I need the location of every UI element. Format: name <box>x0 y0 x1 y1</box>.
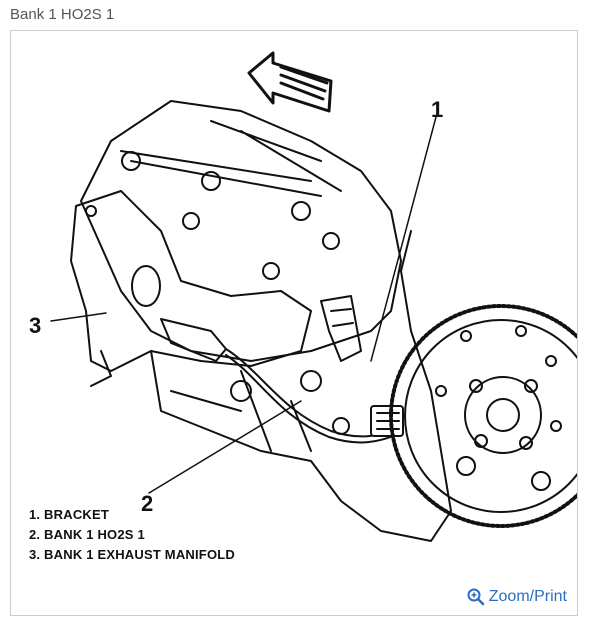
leader-3 <box>50 312 107 322</box>
o2-sensor <box>160 318 227 362</box>
leader-2 <box>148 400 302 494</box>
engine-diagram <box>50 51 577 542</box>
leader-1 <box>370 116 437 362</box>
cylinder-head <box>80 100 402 362</box>
zoom-in-icon <box>467 588 484 606</box>
legend-item-3: 3. BANK 1 EXHAUST MANIFOLD <box>29 547 235 562</box>
diagram-footer: Zoom/Print <box>11 583 577 615</box>
exhaust-manifold <box>70 190 312 372</box>
engine-block <box>150 230 452 542</box>
diagram-legend: 1. BRACKET 2. BANK 1 HO2S 1 3. BANK 1 EX… <box>29 505 235 565</box>
diagram-panel: 1 2 3 1. BRACKET 2. BANK 1 HO2S 1 3. BAN… <box>10 30 578 616</box>
zoom-print-label: Zoom/Print <box>488 588 567 605</box>
legend-item-1: 1. BRACKET <box>29 507 110 522</box>
page-title: Bank 1 HO2S 1 <box>10 6 115 23</box>
callout-2: 2 <box>141 491 154 516</box>
legend-item-2: 2. BANK 1 HO2S 1 <box>29 527 145 542</box>
callout-3: 3 <box>29 313 42 338</box>
direction-arrow <box>247 51 333 113</box>
flywheel <box>389 304 577 528</box>
bracket <box>320 295 362 362</box>
zoom-print-button[interactable]: Zoom/Print <box>467 588 567 606</box>
callout-1: 1 <box>431 97 444 122</box>
